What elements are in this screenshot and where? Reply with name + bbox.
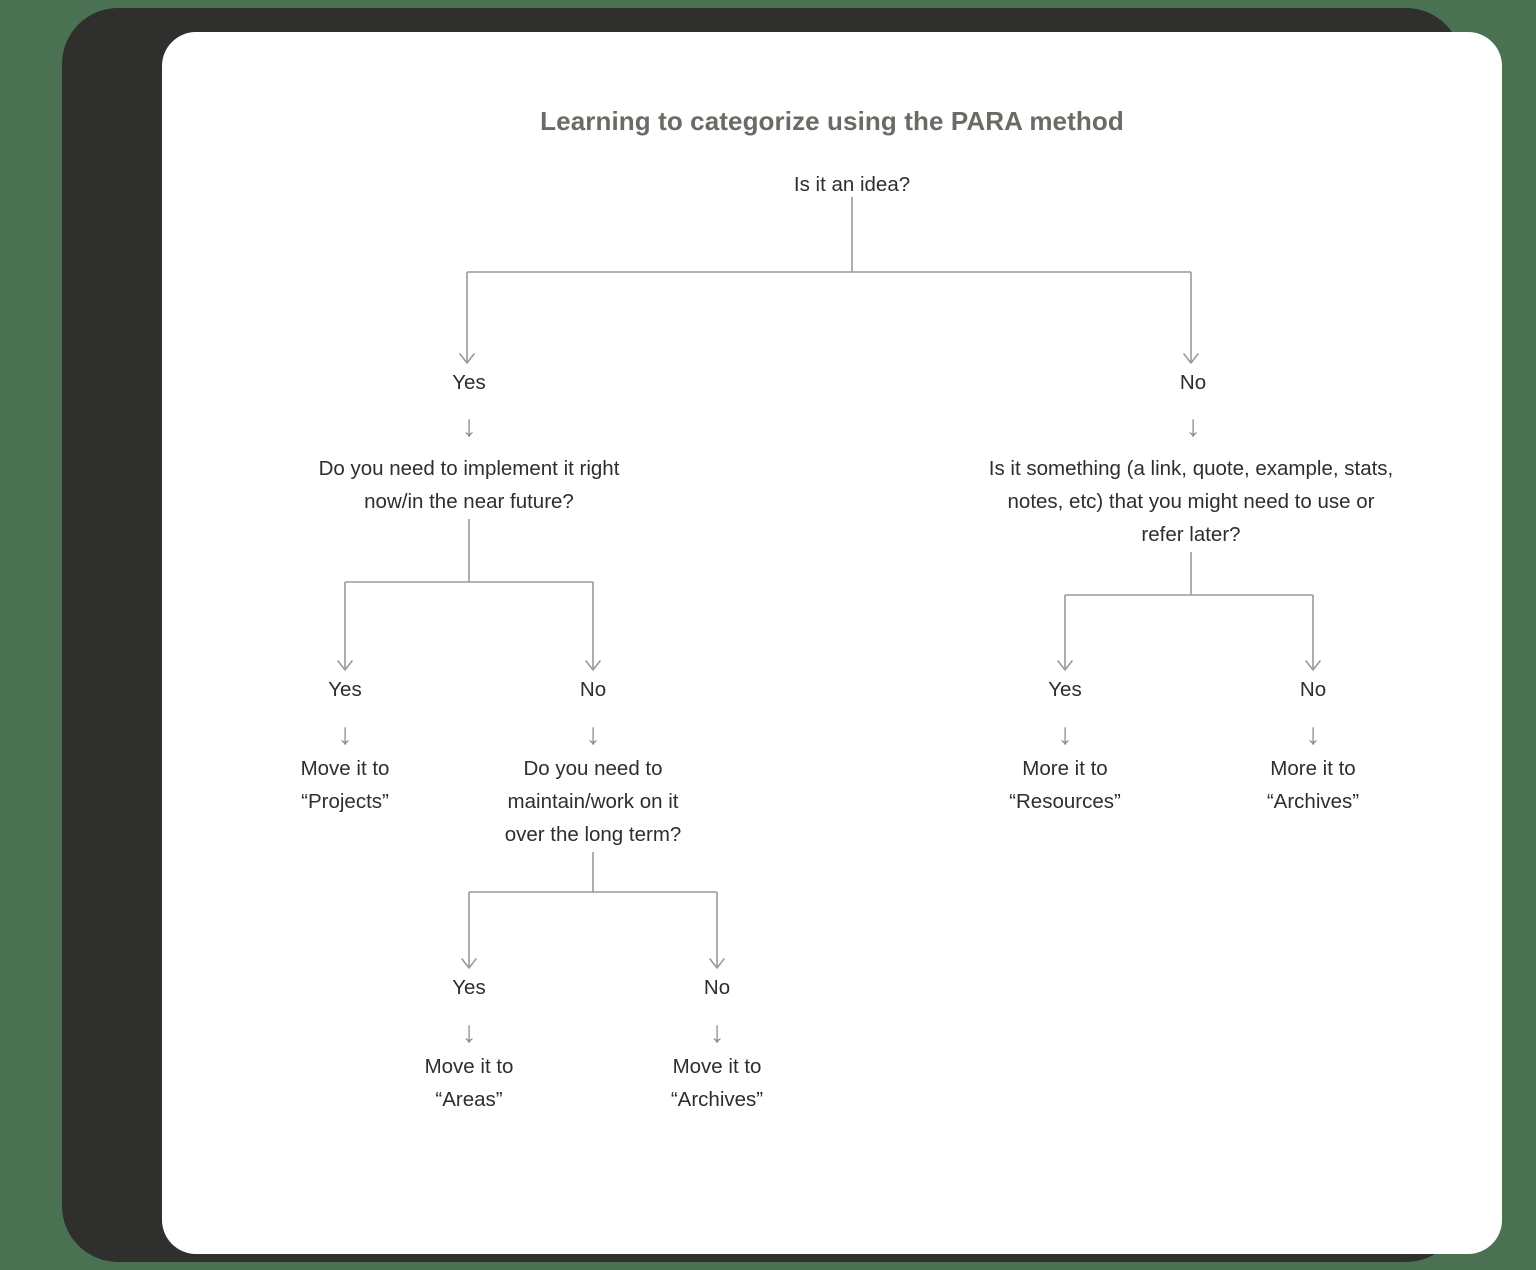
down-arrow-icon-implement-yes: ↓ (337, 718, 353, 751)
down-arrow-icon-reference-yes: ↓ (1057, 718, 1073, 751)
arrowhead-root-right (1183, 353, 1199, 364)
down-arrow-icon-implement-no: ↓ (585, 718, 601, 751)
edge-label-longterm-no: No (703, 976, 731, 999)
node-question-long-term: Do you need to maintain/work on it over … (504, 757, 682, 846)
device-bezel: Learning to categorize using the PARA me… (62, 8, 1502, 1262)
down-arrow-icon-root-yes: ↓ (461, 410, 477, 443)
down-arrow-icon-longterm-no: ↓ (709, 1016, 725, 1049)
edge-label-reference-no: No (1299, 678, 1327, 701)
whiteboard-card: Learning to categorize using the PARA me… (162, 32, 1502, 1254)
node-terminal-archives-right: More it to “Archives” (1266, 757, 1360, 813)
edge-label-longterm-yes: Yes (452, 976, 486, 999)
flowchart-canvas: Learning to categorize using the PARA me… (162, 32, 1502, 1254)
arrowhead-r1-right (1305, 660, 1321, 671)
edge-label-reference-yes: Yes (1048, 678, 1082, 701)
down-arrow-icon-root-no: ↓ (1185, 410, 1201, 443)
node-question-reference-later: Is it something (a link, quote, example,… (988, 457, 1394, 546)
node-terminal-projects: Move it to “Projects” (300, 757, 390, 813)
node-terminal-resources: More it to “Resources” (1009, 757, 1121, 813)
node-root-question: Is it an idea? (793, 173, 911, 196)
arrowhead-root-left (459, 353, 475, 364)
node-terminal-archives-bottom: Move it to “Archives” (670, 1055, 764, 1111)
edge-label-root-no: No (1179, 371, 1207, 394)
down-arrow-icon-reference-no: ↓ (1305, 718, 1321, 751)
arrowhead-l2-left (461, 958, 477, 969)
down-arrow-icon-longterm-yes: ↓ (461, 1016, 477, 1049)
connector-lines (337, 197, 1321, 969)
node-terminal-areas: Move it to “Areas” (424, 1055, 514, 1111)
node-question-implement-now: Do you need to implement it right now/in… (318, 457, 620, 513)
edge-label-implement-yes: Yes (328, 678, 362, 701)
arrowhead-l1-left (337, 660, 353, 671)
page-title: Learning to categorize using the PARA me… (540, 106, 1124, 136)
edge-label-implement-no: No (579, 678, 607, 701)
arrowhead-l2-right (709, 958, 725, 969)
edge-label-root-yes: Yes (452, 371, 486, 394)
connector-arrowheads (337, 353, 1321, 969)
arrowhead-l1-right (585, 660, 601, 671)
arrowhead-r1-left (1057, 660, 1073, 671)
